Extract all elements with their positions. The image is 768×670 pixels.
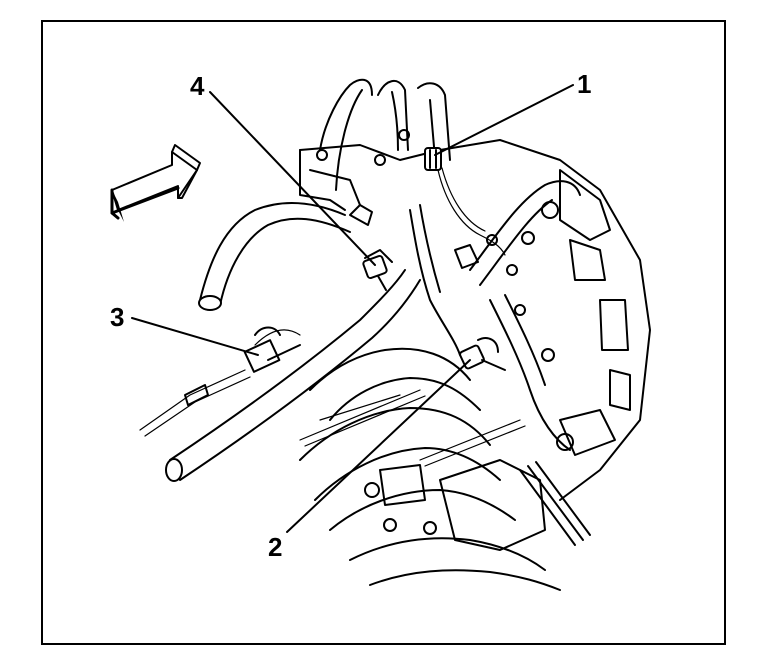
upper-coolant-hose: [198, 202, 351, 311]
leader-line-3: [131, 317, 259, 356]
diagram-frame: [41, 20, 726, 645]
callout-3: 3: [110, 302, 124, 332]
front-direction-arrow-icon: [110, 144, 201, 222]
leader-line-4: [209, 91, 376, 266]
engine-block: [299, 78, 651, 591]
callout-4: 4: [190, 71, 205, 101]
lower-hose: [165, 269, 421, 482]
wiring-harness-left: [139, 329, 301, 437]
callout-1: 1: [577, 69, 591, 99]
callout-2: 2: [268, 532, 282, 562]
leader-line-1: [434, 84, 574, 156]
leader-line-2: [286, 359, 471, 533]
connector-3: [243, 326, 301, 373]
